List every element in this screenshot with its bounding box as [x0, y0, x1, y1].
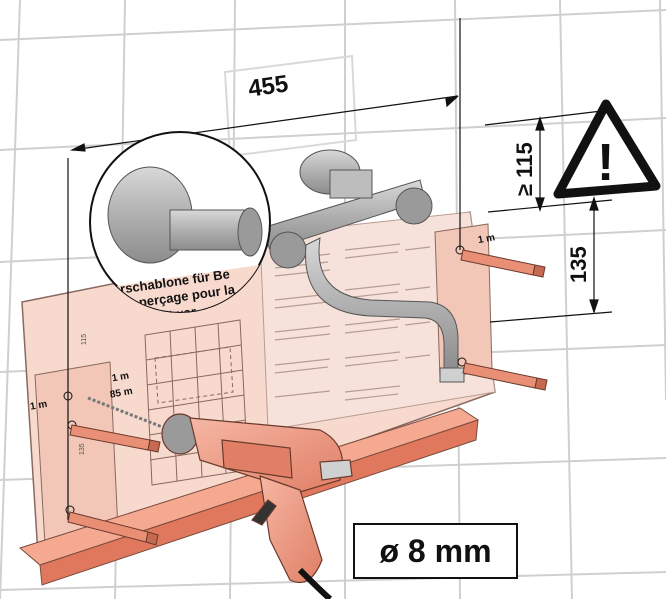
- tick-135-label: 135: [79, 443, 86, 455]
- arrow-label-right: 1 m: [477, 232, 496, 246]
- height-lower-dimension-label: 135: [566, 246, 591, 283]
- wall-plug-upper-right: [460, 249, 546, 278]
- power-drill: [87, 396, 353, 599]
- template-title-line3: a otwor: [149, 304, 197, 325]
- arrow-label-left-1: 1 m: [29, 399, 48, 413]
- arrow-label-left-2: 1 m: [111, 370, 130, 384]
- tick-115-label: 115: [81, 334, 88, 345]
- drill-bit-size-label: ø 8 mm: [353, 523, 518, 579]
- wall-plug-lower-left: [67, 511, 159, 546]
- faucet: [261, 149, 465, 383]
- wall-plugs: [67, 249, 548, 546]
- dimension-lines: [67, 18, 613, 520]
- wall-plug-upper-left: [69, 424, 161, 453]
- warning-triangle-icon: !: [553, 99, 661, 199]
- mark-85-label: 85 m: [109, 386, 133, 401]
- wall-plug-lower-right: [462, 362, 548, 391]
- warning-exclamation: !: [597, 134, 614, 192]
- template-marks: 1 m 1 m 1 m 85 m 115 135: [29, 232, 496, 515]
- width-dimension-label: 455: [247, 70, 290, 102]
- detail-magnifier: rschablone für Be de perçage pour la a o…: [89, 131, 271, 325]
- height-upper-dimension-label: ≥ 115: [512, 142, 537, 196]
